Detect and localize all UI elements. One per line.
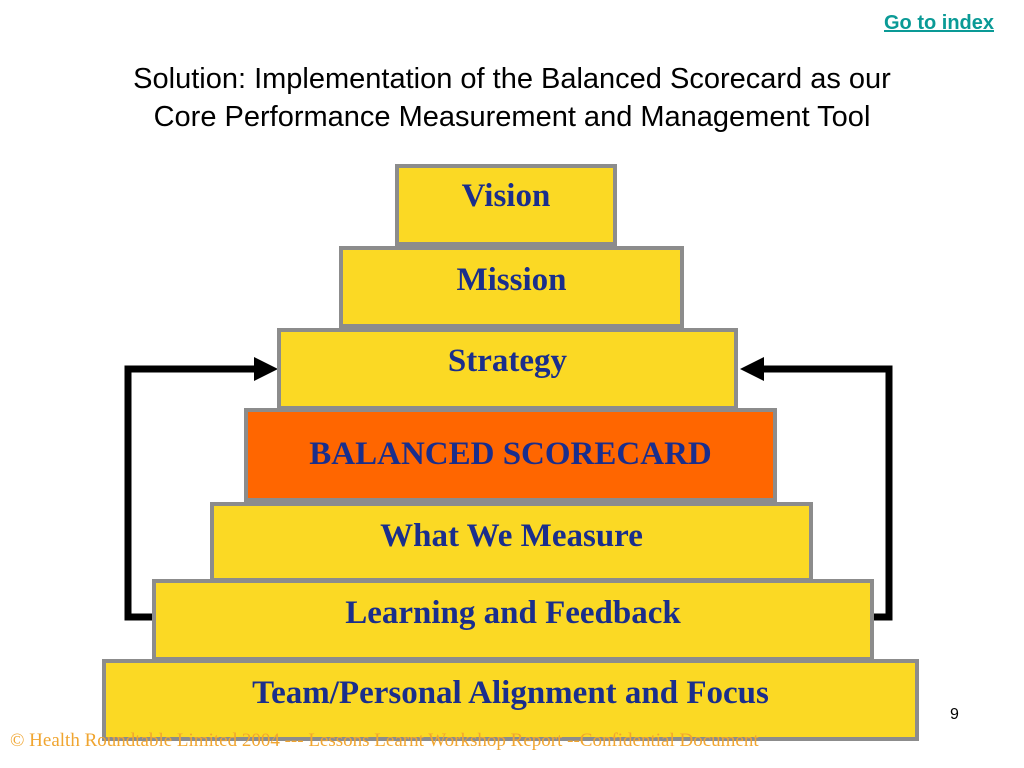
tier-label: Vision bbox=[461, 178, 551, 214]
right-arrowhead-icon bbox=[740, 357, 764, 381]
tier-label: Team/Personal Alignment and Focus bbox=[252, 675, 769, 711]
tier-label: Mission bbox=[456, 262, 567, 298]
copyright-footer: © Health Roundtable Limited 2004 --- Les… bbox=[10, 730, 759, 751]
tier-label: Learning and Feedback bbox=[345, 595, 681, 631]
tier-label: Strategy bbox=[447, 343, 568, 379]
tier-balanced-scorecard: BALANCED SCORECARD bbox=[244, 408, 777, 502]
tier-what-we-measure: What We Measure bbox=[210, 502, 813, 582]
go-to-index-link[interactable]: Go to index bbox=[884, 12, 994, 34]
tier-strategy: Strategy bbox=[277, 328, 738, 410]
left-arrowhead-icon bbox=[254, 357, 278, 381]
title-line-1: Solution: Implementation of the Balanced… bbox=[133, 63, 891, 95]
title-line-2: Core Performance Measurement and Managem… bbox=[153, 101, 871, 133]
tier-mission: Mission bbox=[339, 246, 684, 328]
left-feedback-arrow-line bbox=[124, 365, 258, 621]
tier-label: BALANCED SCORECARD bbox=[309, 436, 712, 472]
tier-team-personal-alignment: Team/Personal Alignment and Focus bbox=[102, 659, 919, 741]
tier-learning-and-feedback: Learning and Feedback bbox=[152, 579, 874, 661]
right-feedback-arrow-line bbox=[760, 365, 893, 621]
page-number: 9 bbox=[950, 706, 959, 723]
tier-vision: Vision bbox=[395, 164, 617, 246]
tier-label: What We Measure bbox=[380, 518, 643, 554]
page-title: Solution: Implementation of the Balanced… bbox=[0, 60, 1024, 136]
